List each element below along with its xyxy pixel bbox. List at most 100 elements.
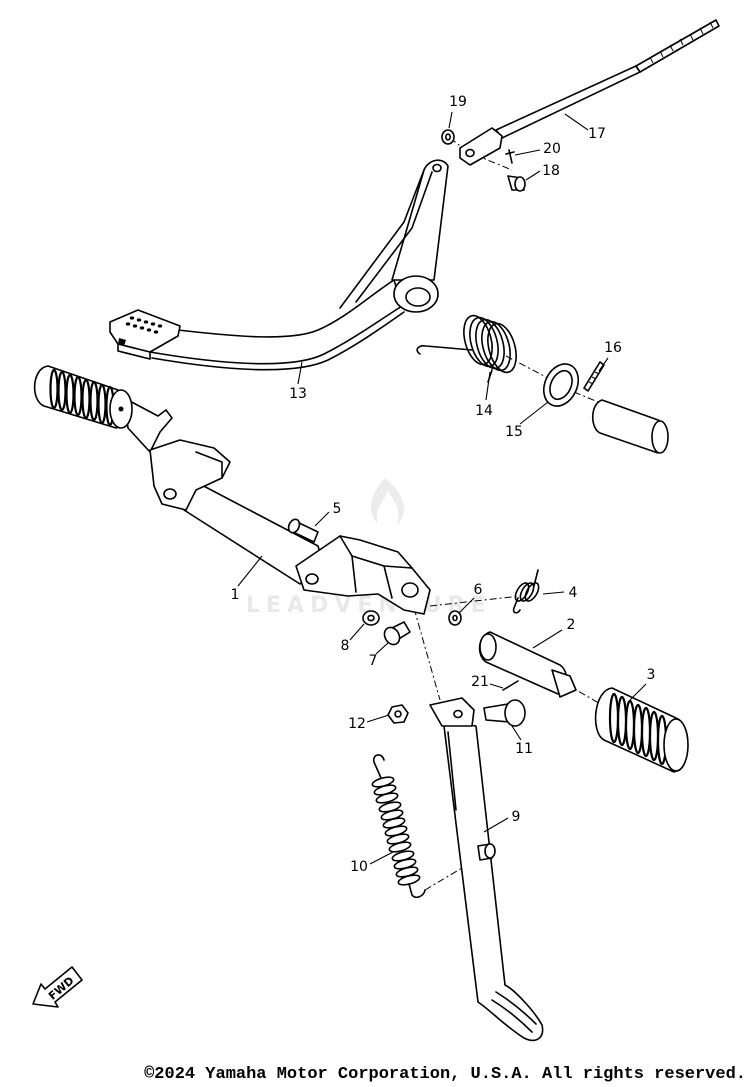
callout-20: 20: [543, 141, 561, 157]
clevis: [459, 127, 503, 166]
alignment-line-mount-to-spring: [429, 595, 521, 607]
lever-web-inner: [355, 171, 433, 303]
mount-plate-fold-left: [351, 555, 357, 593]
stand-pivot-hole: [453, 709, 463, 719]
callout-leader-9: [483, 817, 509, 833]
callout-leader-3: [629, 683, 647, 701]
callout-2: 2: [567, 617, 576, 633]
copyright-notice: ©2024 Yamaha Motor Corporation, U.S.A. A…: [144, 1065, 746, 1084]
stand-foot-line: [491, 999, 533, 1033]
callout-leaders: [237, 111, 647, 865]
callout-leader-6: [458, 597, 475, 614]
pedal-pad-holes: [118, 316, 163, 346]
footrest-bracket-hole: [163, 488, 177, 500]
callout-leader-4: [542, 591, 565, 595]
part-17-drawing: [459, 19, 720, 166]
part-9-stand: [429, 697, 544, 1042]
part-18-pin: [507, 175, 526, 192]
callout-13: 13: [289, 386, 307, 402]
rod-threaded-end: [635, 19, 720, 73]
callout-leader-15: [519, 401, 549, 425]
callout-leader-8: [349, 623, 365, 641]
callout-leader-7: [375, 641, 390, 655]
part-12-nut: [387, 704, 409, 724]
stand-mount-plate: [429, 697, 475, 727]
callout-leader-16: [598, 357, 609, 372]
callout-leader-12: [366, 714, 390, 723]
part-6-washer: [448, 610, 462, 626]
stand-leg: [439, 721, 544, 1042]
part-4-spring: [512, 569, 540, 614]
part-14-spring: [416, 314, 517, 383]
callout-12: 12: [348, 716, 366, 732]
callout-21: 21: [471, 674, 489, 690]
callout-numbers: 1 2 3 4 5 6 7 8 9 10 11 12 13 14 15 16 1…: [231, 94, 656, 875]
lever-arm-edge: [151, 311, 405, 371]
callout-leader-21: [489, 683, 504, 689]
part-10-spring: [371, 754, 426, 898]
lever-arm: [149, 279, 403, 365]
part-21-pin: [502, 680, 519, 691]
footrest-mount-plate: [295, 535, 431, 615]
callout-15: 15: [505, 424, 523, 440]
callout-leader-10: [369, 851, 394, 865]
alignment-line-washer-to-sleeve: [573, 391, 599, 403]
alignment-lines: [409, 137, 605, 891]
callout-leader-1: [237, 555, 263, 587]
fwd-arrow-icon: [32, 966, 83, 1008]
mount-plate-hole-left: [305, 573, 319, 585]
clevis-hole: [465, 148, 475, 158]
spring-hook-tail: [416, 345, 473, 355]
rod: [495, 65, 641, 139]
part-13-drawing: [109, 159, 449, 371]
callout-16: 16: [604, 340, 622, 356]
part-5-bolt: [287, 518, 319, 543]
callout-19: 19: [449, 94, 467, 110]
callout-leader-13: [297, 361, 303, 385]
pivot-sleeve: [591, 399, 669, 454]
part-7-bolt: [383, 621, 411, 646]
stand-foot-line-2: [495, 991, 537, 1025]
callout-9: 9: [512, 809, 521, 825]
right-footpeg-end: [663, 718, 689, 772]
callout-leader-14: [485, 371, 491, 401]
part-16-pin: [583, 361, 605, 392]
part-2-collar: [478, 631, 577, 698]
mount-plate-fold: [339, 535, 413, 569]
callout-leader-20: [514, 149, 541, 156]
part-15-washer: [542, 363, 580, 407]
stand-rib: [447, 731, 457, 811]
callout-leader-19: [448, 111, 453, 129]
mount-plate-fold-right: [383, 565, 393, 599]
part-19-washer: [441, 129, 455, 145]
callout-7: 7: [369, 653, 378, 669]
lever-top-hole: [432, 163, 442, 173]
callout-5: 5: [333, 501, 342, 517]
callout-18: 18: [542, 163, 560, 179]
fwd-arrow: FWD: [32, 966, 83, 1008]
part-20-pin: [505, 149, 515, 164]
left-footpeg-end-center: [118, 406, 124, 412]
collar-clip: [551, 669, 577, 698]
lever-pedal-pad: [109, 309, 181, 353]
callout-leader-2: [532, 629, 563, 649]
footpeg-shaft: [123, 397, 173, 453]
callout-leader-5: [314, 511, 330, 527]
callout-10: 10: [350, 859, 368, 875]
callout-1: 1: [231, 587, 240, 603]
lever-pedal-pad-side: [117, 343, 151, 360]
lever-pivot-bore: [405, 287, 431, 307]
callout-leader-11: [511, 725, 522, 741]
lever-web: [339, 169, 425, 309]
callout-6: 6: [474, 582, 483, 598]
part-11-bolt: [483, 699, 526, 727]
part-3-footpeg: [594, 687, 689, 773]
callout-11: 11: [515, 741, 533, 757]
alignment-line-spring-to-washer: [505, 355, 549, 379]
callout-4: 4: [569, 585, 578, 601]
callout-leader-17: [564, 113, 589, 131]
part-1-drawing: [33, 365, 431, 615]
alignment-line-spring-to-stand: [424, 867, 463, 891]
callout-3: 3: [647, 667, 656, 683]
part-8-washer: [362, 610, 380, 626]
